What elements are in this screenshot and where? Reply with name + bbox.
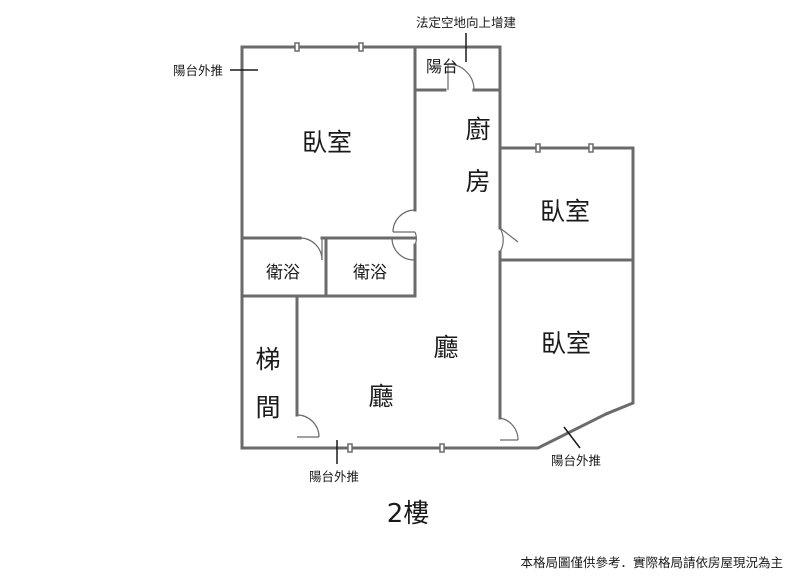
walls bbox=[240, 45, 635, 450]
door-arc bbox=[391, 237, 415, 261]
window-mark bbox=[358, 42, 364, 52]
door-arc bbox=[499, 227, 504, 253]
disclaimer-text: 本格局圖僅供參考．實際格局請依房屋現況為主 bbox=[520, 555, 783, 570]
balcony-small-label: 陽台 bbox=[426, 57, 458, 76]
pointer-right bbox=[563, 426, 581, 449]
living-lower-label: 廳 bbox=[368, 382, 393, 411]
outer-wall-bottom-diagonal bbox=[498, 411, 609, 450]
kitchen-label-1: 廚 bbox=[465, 115, 490, 144]
doors bbox=[296, 63, 519, 441]
door-arc bbox=[499, 417, 519, 441]
balcony-bottom-note: 陽台外推 bbox=[309, 469, 359, 484]
window-mark bbox=[347, 443, 353, 453]
stair-label-1: 梯 bbox=[255, 345, 280, 374]
door-arc bbox=[299, 237, 323, 261]
door-leaf bbox=[499, 227, 519, 243]
balcony-right-note: 陽台外推 bbox=[551, 453, 601, 468]
door-arc bbox=[414, 231, 417, 246]
stair-label-2: 間 bbox=[255, 393, 280, 422]
outer-wall-left-bottom bbox=[240, 45, 502, 450]
window-mark bbox=[294, 42, 300, 52]
note-pointers bbox=[230, 33, 581, 464]
balcony-left-note: 陽台外推 bbox=[173, 63, 223, 78]
bedroom-main-label: 臥室 bbox=[302, 128, 352, 157]
windows bbox=[294, 42, 594, 453]
outer-wall-top-right bbox=[240, 45, 635, 416]
bath-right-label: 衛浴 bbox=[353, 263, 387, 283]
floor-title: 2樓 bbox=[387, 499, 430, 529]
window-mark bbox=[588, 143, 594, 153]
bath-left-label: 衛浴 bbox=[266, 263, 300, 283]
door-arc bbox=[392, 209, 416, 233]
balcony-top-note: 法定空地向上增建 bbox=[416, 15, 517, 30]
door-arc bbox=[296, 414, 320, 438]
window-mark bbox=[439, 443, 445, 453]
door-arc bbox=[447, 63, 475, 91]
kitchen-label-2: 房 bbox=[465, 167, 490, 196]
bedroom-right-top-label: 臥室 bbox=[540, 197, 590, 226]
living-upper-label: 廳 bbox=[433, 333, 458, 362]
window-mark bbox=[535, 143, 541, 153]
bedroom-right-bottom-label: 臥室 bbox=[541, 329, 591, 358]
